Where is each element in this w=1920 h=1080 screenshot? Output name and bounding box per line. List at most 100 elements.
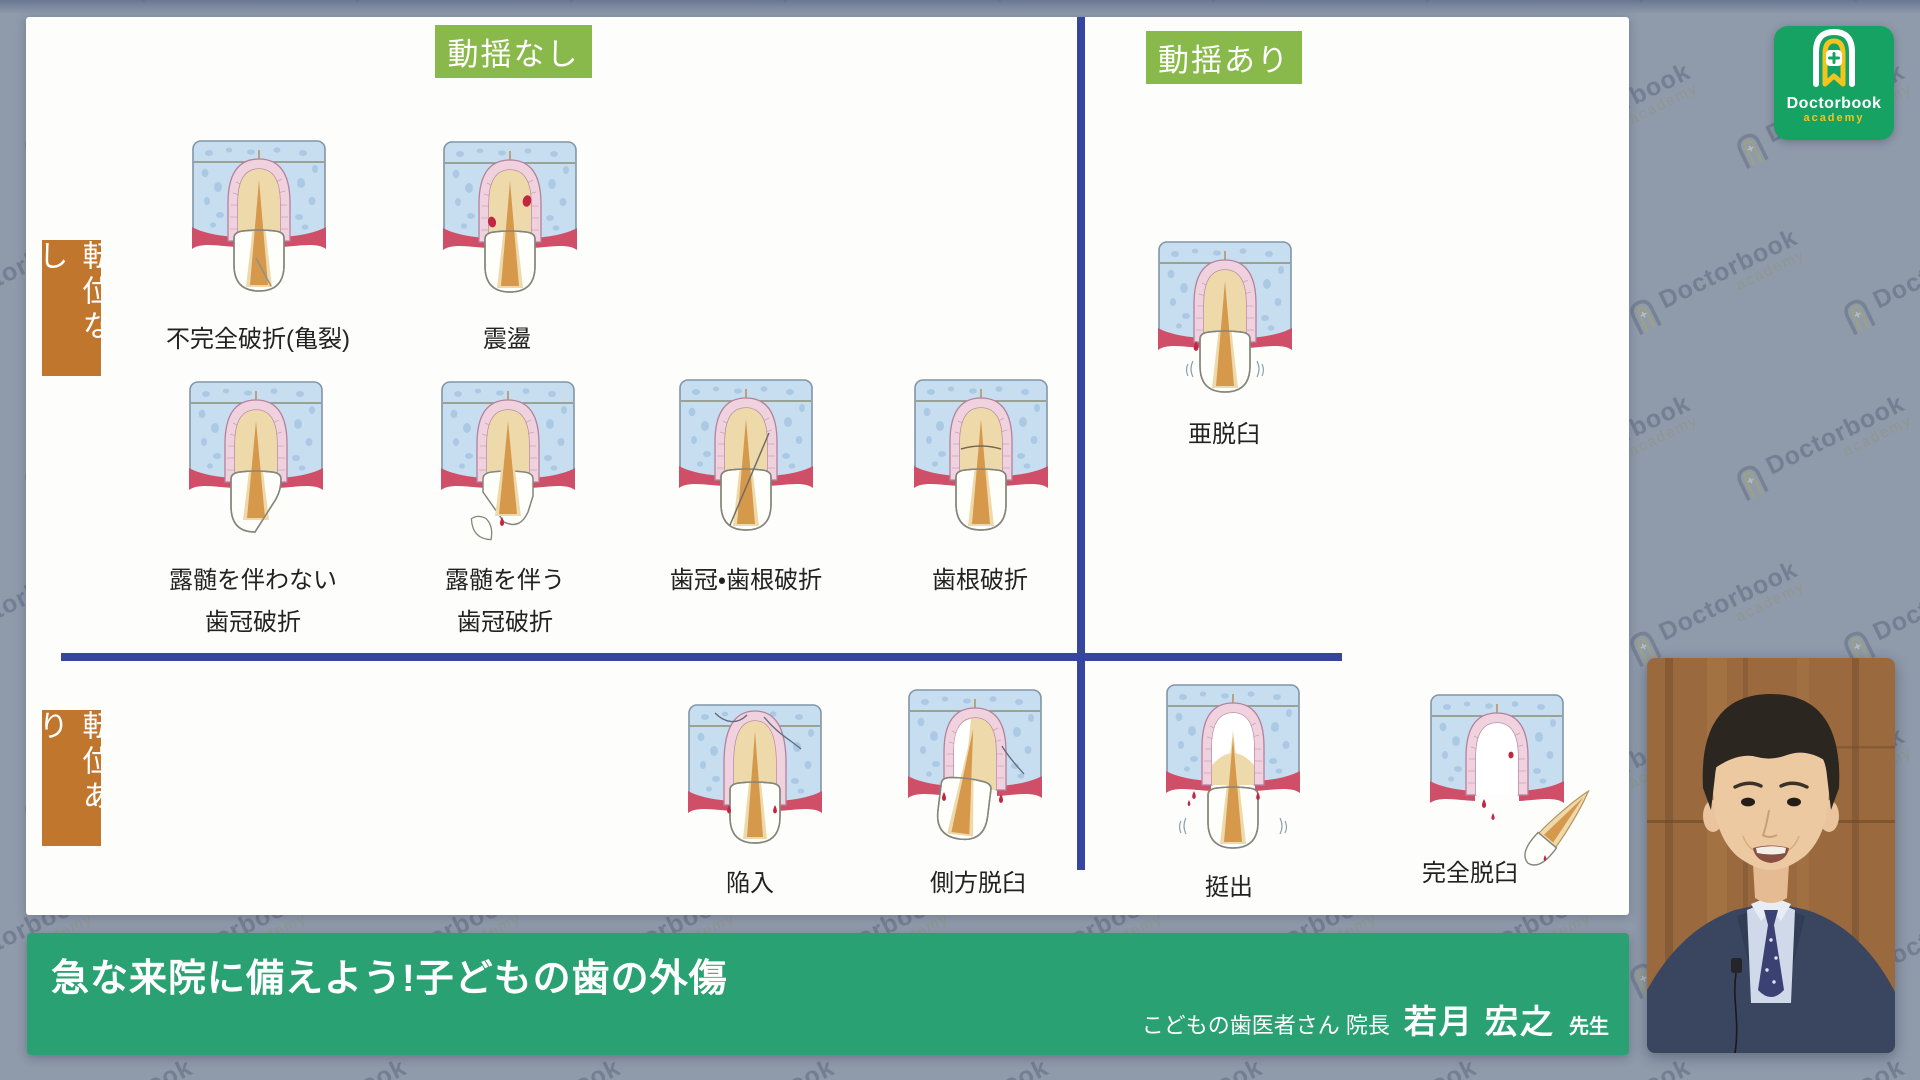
tooth-label-line: 歯根破折 xyxy=(932,567,1028,594)
logo-subbrand: academy xyxy=(1803,112,1865,124)
slide: 動揺なし 動揺あり 転位なし 転位あり 不完全破折(亀裂) 震盪 露髄を伴わない… xyxy=(26,17,1629,915)
tooth-illustration-extrusion xyxy=(1163,681,1303,858)
watermark-subtext: academy xyxy=(1626,79,1702,128)
background-watermark: Doctorbook academy xyxy=(445,1053,631,1080)
tooth-label-line: 露髄を伴う xyxy=(445,567,565,594)
watermark-arch-icon xyxy=(124,0,169,10)
column-header-label: 動揺あり xyxy=(1158,43,1290,78)
background-watermark: Doctorbook academy xyxy=(766,0,952,11)
watermark-arch-icon xyxy=(338,0,383,10)
watermark-text: Doctorbook xyxy=(1120,1053,1268,1080)
background-watermark: Doctorbook academy xyxy=(0,0,96,11)
tooth-label-line: 陥入 xyxy=(726,870,774,897)
tooth-label-line: 完全脱臼 xyxy=(1422,860,1518,887)
watermark-text: Doctorbook xyxy=(1548,1053,1696,1080)
title-bar: 急な来院に備えよう!子どもの歯の外傷 こどもの歯医者さん 院長 若月 宏之 先生 xyxy=(27,933,1629,1055)
background-watermark: Doctorbook academy xyxy=(1622,0,1808,11)
background-watermark: Doctorbook academy xyxy=(659,1053,845,1080)
watermark-subtext: academy xyxy=(342,1076,417,1080)
tooth-illustration-subluxation xyxy=(1155,238,1295,415)
watermark-text: Doctorbook xyxy=(1654,555,1802,647)
watermark-subtext: academy xyxy=(984,1076,1059,1080)
presenter-video xyxy=(1647,658,1895,1053)
column-header-mobility: 動揺あり xyxy=(1146,31,1302,84)
background-watermark: Doctorbook academy xyxy=(1194,0,1380,11)
watermark-arch-icon xyxy=(766,0,811,10)
watermark-arch-icon xyxy=(552,0,597,10)
logo-wordmark: Doctorbook xyxy=(1786,95,1882,112)
tooth-label-line: 不完全破折(亀裂) xyxy=(166,326,350,353)
watermark-arch-icon xyxy=(1729,126,1774,176)
watermark-subtext: academy xyxy=(1626,1076,1701,1080)
background-watermark: Doctorbook academy xyxy=(1515,1053,1701,1080)
background-watermark: Doctorbook academy xyxy=(1836,0,1920,11)
watermark-subtext: academy xyxy=(1840,411,1916,460)
column-header-no-mobility: 動揺なし xyxy=(435,25,592,78)
quadrant-vertical-divider xyxy=(1077,17,1085,870)
honorific: 先生 xyxy=(1569,1016,1609,1038)
background-watermark: Doctorbook academy xyxy=(1836,555,1920,674)
tooth-label-avulsion: 完全脱臼 xyxy=(1422,853,1518,895)
tooth-illustration-intrusion xyxy=(685,701,825,878)
background-watermark: Doctorbook academy xyxy=(552,0,738,11)
watermark-arch-icon xyxy=(980,0,1025,10)
background-watermark: Doctorbook academy xyxy=(1087,1053,1273,1080)
watermark-text: Doctorbook xyxy=(1654,223,1802,315)
watermark-arch-icon xyxy=(1836,292,1881,342)
watermark-text: Doctorbook xyxy=(1762,1053,1910,1080)
tooth-label-line: 震盪 xyxy=(483,326,531,353)
watermark-subtext: academy xyxy=(556,1076,631,1080)
tooth-label-lateral-luxation: 側方脱臼 xyxy=(930,863,1026,905)
tooth-illustration-incomplete-fracture xyxy=(189,137,329,314)
row-header-displacement: 転位あり xyxy=(34,710,111,846)
tooth-illustration-concussion xyxy=(440,138,580,315)
watermark-arch-icon xyxy=(1622,0,1667,10)
background-watermark: Doctorbook academy xyxy=(1729,389,1915,508)
lecture-title: 急な来院に備えよう!子どもの歯の外傷 xyxy=(51,958,728,1000)
watermark-subtext: academy xyxy=(1733,245,1809,294)
tooth-label-intrusion: 陥入 xyxy=(726,863,774,905)
tooth-label-incomplete-fracture: 不完全破折(亀裂) xyxy=(166,319,350,361)
tooth-label-line: 亜脱臼 xyxy=(1188,421,1260,448)
doctorbook-arch-icon xyxy=(1808,26,1860,93)
watermark-text: Doctorbook xyxy=(50,1053,198,1080)
tooth-label-subluxation: 亜脱臼 xyxy=(1188,414,1260,456)
tooth-illustration-crown-fracture-without-pulp xyxy=(186,378,326,555)
watermark-arch-icon xyxy=(1729,458,1774,508)
presenter-credit: こどもの歯医者さん 院長 若月 宏之 先生 xyxy=(1142,995,1609,1043)
watermark-text: Doctorbook xyxy=(1334,1053,1482,1080)
tooth-label-line: 歯冠破折 xyxy=(205,609,301,636)
watermark-text: Doctorbook xyxy=(264,1053,412,1080)
background-watermark: Doctorbook academy xyxy=(1729,1053,1915,1080)
background-watermark: Doctorbook academy xyxy=(124,0,310,11)
background-watermark: Doctorbook academy xyxy=(1836,223,1920,342)
watermark-text: Doctorbook xyxy=(1868,555,1920,647)
background-watermark: Doctorbook academy xyxy=(1408,0,1594,11)
watermark-arch-icon xyxy=(1194,0,1239,10)
tooth-label-root-fracture: 歯根破折 xyxy=(932,560,1028,602)
tooth-illustration-crown-root-fracture xyxy=(676,376,816,553)
tooth-label-line: 歯冠・歯根破折 xyxy=(669,567,823,594)
background-watermark: Doctorbook academy xyxy=(980,0,1166,11)
tooth-label-crown-root-fracture: 歯冠・歯根破折 xyxy=(670,560,822,602)
background-watermark: Doctorbook academy xyxy=(231,1053,417,1080)
tooth-illustration-root-fracture xyxy=(911,376,1051,553)
quadrant-horizontal-divider xyxy=(61,653,1342,661)
watermark-text: Doctorbook xyxy=(1868,223,1920,315)
background-watermark: Doctorbook academy xyxy=(338,0,524,11)
watermark-subtext: academy xyxy=(1198,1076,1273,1080)
credit-affiliation: こどもの歯医者さん 院長 xyxy=(1141,1013,1390,1038)
tooth-label-line: 挺出 xyxy=(1205,874,1253,901)
tooth-illustration-crown-fracture-with-pulp xyxy=(438,378,578,555)
background-watermark: Doctorbook academy xyxy=(1622,555,1808,674)
tooth-label-concussion: 震盪 xyxy=(483,319,531,361)
watermark-subtext: academy xyxy=(770,1076,845,1080)
doctorbook-logo: Doctorbook academy xyxy=(1774,26,1894,140)
tooth-label-extrusion: 挺出 xyxy=(1205,867,1253,909)
watermark-subtext: academy xyxy=(128,1076,203,1080)
watermark-arch-icon xyxy=(1836,0,1881,10)
watermark-arch-icon xyxy=(1408,0,1453,10)
watermark-text: Doctorbook xyxy=(478,1053,626,1080)
presenter-name: 若月 宏之 xyxy=(1403,1003,1555,1040)
